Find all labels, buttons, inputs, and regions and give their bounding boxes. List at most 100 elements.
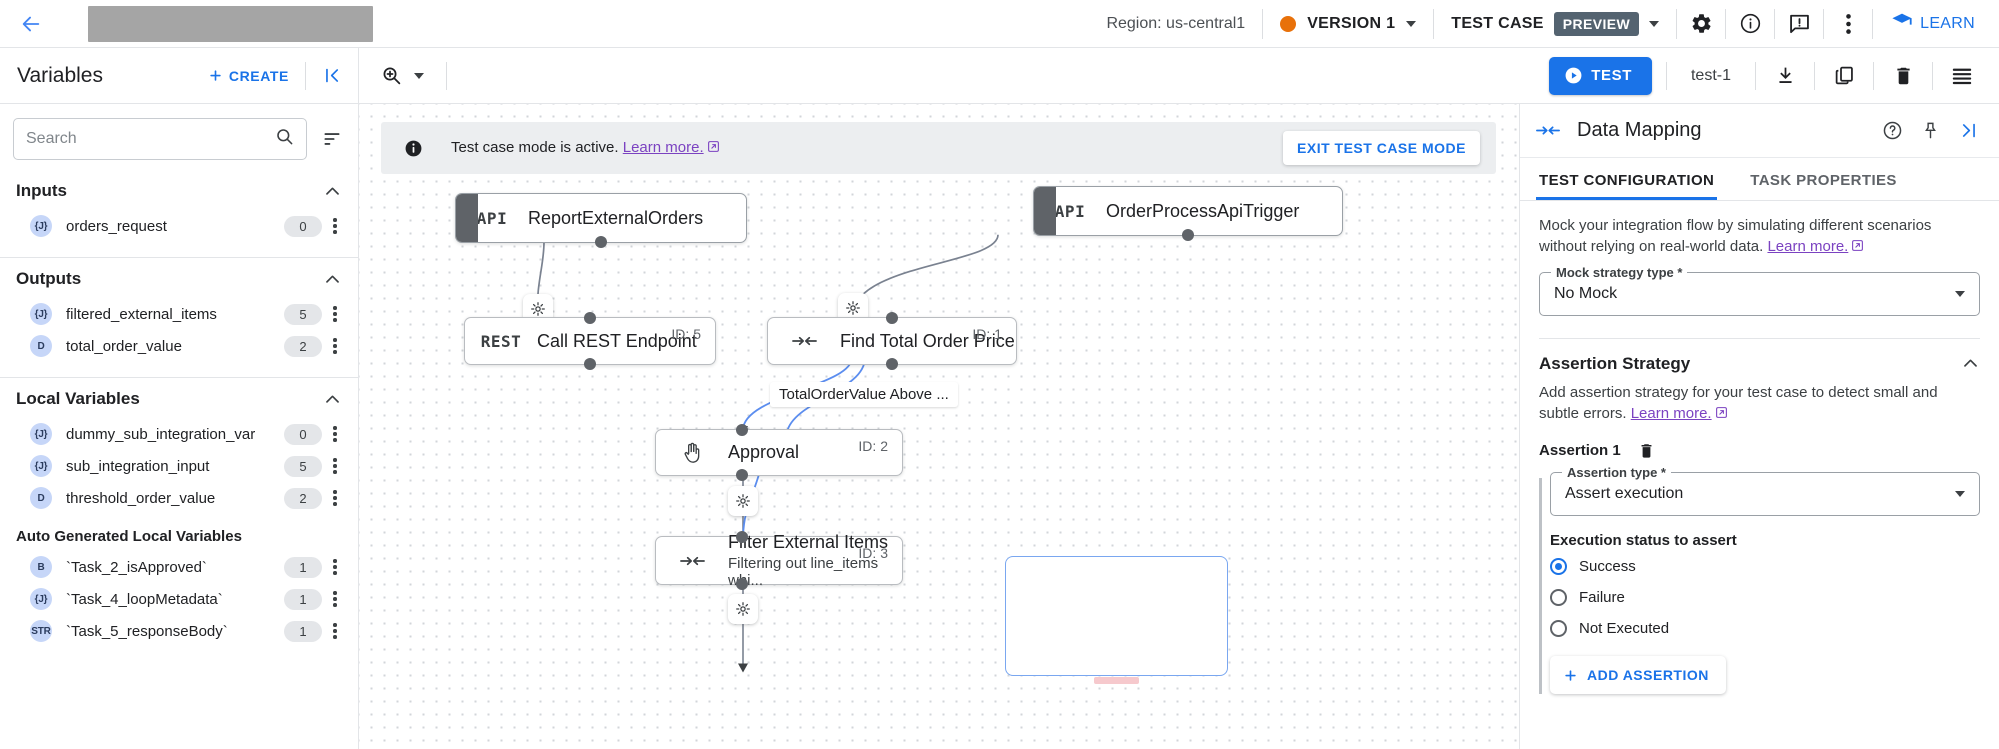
radio-indicator[interactable] (1550, 619, 1567, 637)
node-output-port[interactable] (584, 358, 596, 370)
variable-count: 0 (284, 215, 322, 237)
row-menu-icon[interactable] (322, 464, 348, 468)
sort-icon[interactable] (319, 129, 345, 149)
variables-section-header[interactable]: Inputs (0, 170, 358, 210)
collapse-right-icon[interactable] (1949, 112, 1987, 150)
trash-icon[interactable] (1874, 53, 1932, 99)
radio-indicator[interactable] (1550, 557, 1567, 575)
node-find-total-order-price[interactable]: Find Total Order Price ID: 1 (767, 312, 1017, 370)
banner-learn-more-link[interactable]: Learn more. (622, 139, 704, 156)
node-output-port[interactable] (595, 236, 607, 248)
radio-option-success[interactable]: Success (1550, 552, 1980, 580)
node-output-port[interactable] (886, 358, 898, 370)
back-arrow-icon[interactable] (14, 7, 48, 41)
create-variable-button[interactable]: CREATE (208, 68, 305, 84)
node-output-port[interactable] (1182, 229, 1194, 241)
variable-count: 1 (284, 556, 322, 578)
execution-status-title: Execution status to assert (1550, 532, 1737, 550)
test-case-selector[interactable]: TEST CASE PREVIEW (1434, 11, 1676, 36)
zoom-in-icon[interactable] (381, 65, 446, 86)
mock-learn-more-link[interactable]: Learn more. (1767, 238, 1849, 256)
more-vert-icon[interactable] (1824, 0, 1872, 48)
pin-icon[interactable] (1911, 112, 1949, 150)
radio-label: Failure (1579, 588, 1625, 606)
divider (1774, 8, 1776, 39)
variable-row[interactable]: {J}`Task_4_loopMetadata`1 (0, 583, 358, 615)
node-input-port[interactable] (584, 312, 596, 324)
edge-settings-gear-icon[interactable] (728, 486, 758, 516)
row-menu-icon[interactable] (322, 629, 348, 633)
assertion-strategy-header[interactable]: Assertion Strategy (1539, 339, 1980, 382)
edge-condition-label[interactable]: TotalOrderValue Above ... (770, 382, 958, 407)
assertion-learn-more-link[interactable]: Learn more. (1630, 404, 1712, 422)
assertion-type-select[interactable]: Assertion type * Assert execution (1550, 465, 1980, 517)
edge-settings-gear-icon[interactable] (728, 594, 758, 624)
node-order-process-api-trigger[interactable]: API OrderProcessApiTrigger (1033, 186, 1343, 241)
variables-section-header[interactable]: Outputs (0, 258, 358, 298)
tab-test-configuration[interactable]: TEST CONFIGURATION (1536, 158, 1717, 200)
panel-tabs: TEST CONFIGURATION TASK PROPERTIES (1520, 158, 1999, 201)
test-button[interactable]: TEST (1549, 56, 1652, 95)
copy-icon[interactable] (1815, 53, 1873, 99)
version-selector[interactable]: VERSION 1 (1263, 15, 1433, 33)
exit-test-case-mode-button[interactable]: EXIT TEST CASE MODE (1283, 131, 1480, 165)
node-input-port[interactable] (886, 312, 898, 324)
radio-option-failure[interactable]: Failure (1550, 583, 1980, 611)
radio-indicator[interactable] (1550, 588, 1567, 606)
row-menu-icon[interactable] (322, 565, 348, 569)
collapse-left-icon[interactable] (306, 66, 358, 85)
node-output-port[interactable] (736, 469, 749, 481)
learn-button[interactable]: LEARN (1873, 10, 1985, 37)
search-input[interactable] (26, 130, 275, 148)
delete-assertion-icon[interactable] (1638, 442, 1655, 459)
variables-section-header[interactable]: Local Variables (0, 378, 358, 418)
node-output-port[interactable] (736, 578, 749, 590)
row-menu-icon[interactable] (322, 597, 348, 601)
download-icon[interactable] (1756, 53, 1814, 99)
row-menu-icon[interactable] (322, 344, 348, 348)
divider (1262, 8, 1264, 39)
external-link-icon (707, 140, 720, 157)
node-approval[interactable]: Approval ID: 2 (655, 424, 903, 481)
gear-icon[interactable] (1677, 0, 1725, 48)
variable-row[interactable]: STR`Task_5_responseBody`1 (0, 615, 358, 647)
variable-row[interactable]: B`Task_2_isApproved`1 (0, 551, 358, 583)
info-icon[interactable] (1726, 0, 1774, 48)
info-filled-icon (404, 139, 423, 158)
radio-option-not-executed[interactable]: Not Executed (1550, 614, 1980, 642)
variable-name: `Task_4_loopMetadata` (66, 590, 223, 608)
row-menu-icon[interactable] (322, 496, 348, 500)
variable-name: dummy_sub_integration_var (66, 425, 256, 443)
chevron-down-icon (1649, 20, 1660, 27)
flow-canvas[interactable]: Test case mode is active. Learn more. EX… (359, 104, 1519, 749)
search-icon[interactable] (275, 127, 294, 151)
row-menu-icon[interactable] (322, 432, 348, 436)
list-menu-icon[interactable] (1933, 53, 1991, 99)
tab-task-properties[interactable]: TASK PROPERTIES (1750, 172, 1897, 189)
search-box[interactable] (13, 118, 307, 160)
node-input-port[interactable] (736, 424, 749, 436)
help-circle-icon[interactable] (1873, 112, 1911, 150)
assertion-type-value: Assert execution (1565, 485, 1684, 503)
variable-name: filtered_external_items (66, 305, 217, 323)
data-mapping-icon (1536, 123, 1560, 138)
selected-region-box[interactable] (1005, 556, 1228, 676)
node-filter-external-items[interactable]: Filter External Items Filtering out line… (655, 531, 903, 590)
row-menu-icon[interactable] (322, 312, 348, 316)
node-id-label: ID: 3 (858, 545, 888, 561)
feedback-icon[interactable] (1775, 0, 1823, 48)
test-case-label: TEST CASE (1451, 14, 1544, 32)
node-call-rest-endpoint[interactable]: REST Call REST Endpoint ID: 5 (464, 312, 716, 370)
node-input-port[interactable] (736, 531, 749, 543)
node-report-external-orders[interactable]: API ReportExternalOrders (455, 193, 747, 248)
mock-strategy-type-select[interactable]: Mock strategy type * No Mock (1539, 264, 1980, 316)
row-menu-icon[interactable] (322, 224, 348, 228)
add-assertion-button[interactable]: ADD ASSERTION (1550, 656, 1726, 695)
